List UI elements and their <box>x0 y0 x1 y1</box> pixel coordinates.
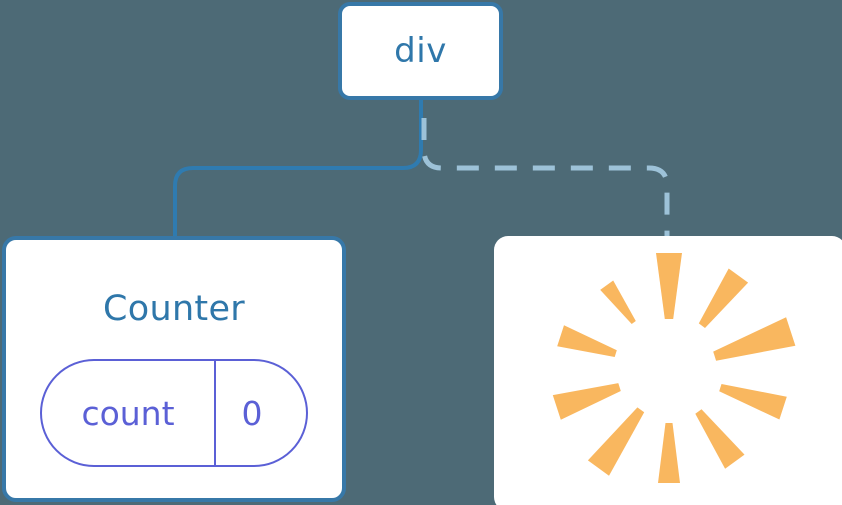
state-value-label: 0 <box>241 393 263 433</box>
spinner-ray-7 <box>552 382 621 420</box>
state-key-label: count <box>81 393 175 433</box>
spinner-ray-3 <box>719 383 787 419</box>
node-counter-label: Counter <box>103 289 245 329</box>
spinner-ray-0 <box>656 252 682 319</box>
spinner-ray-8 <box>557 324 617 357</box>
connector-div-to-counter <box>173 98 423 242</box>
spinner-ray-2 <box>713 316 796 361</box>
node-spinner[interactable] <box>494 236 842 505</box>
spinner-burst-icon <box>552 252 796 483</box>
node-div-label: div <box>394 31 447 71</box>
node-div[interactable]: div <box>338 2 503 100</box>
spinner-ray-6 <box>587 406 645 476</box>
connector-div-to-spinner <box>421 118 670 240</box>
node-counter[interactable]: Counter count 0 <box>2 236 346 502</box>
spinner-ray-4 <box>695 408 745 469</box>
spinner-ray-5 <box>658 422 680 483</box>
spinner-burst-wrap <box>519 241 819 501</box>
state-pill-count[interactable]: count 0 <box>40 359 308 467</box>
spinner-ray-1 <box>698 268 749 328</box>
state-pill-divider <box>214 361 216 465</box>
spinner-ray-9 <box>600 280 636 324</box>
